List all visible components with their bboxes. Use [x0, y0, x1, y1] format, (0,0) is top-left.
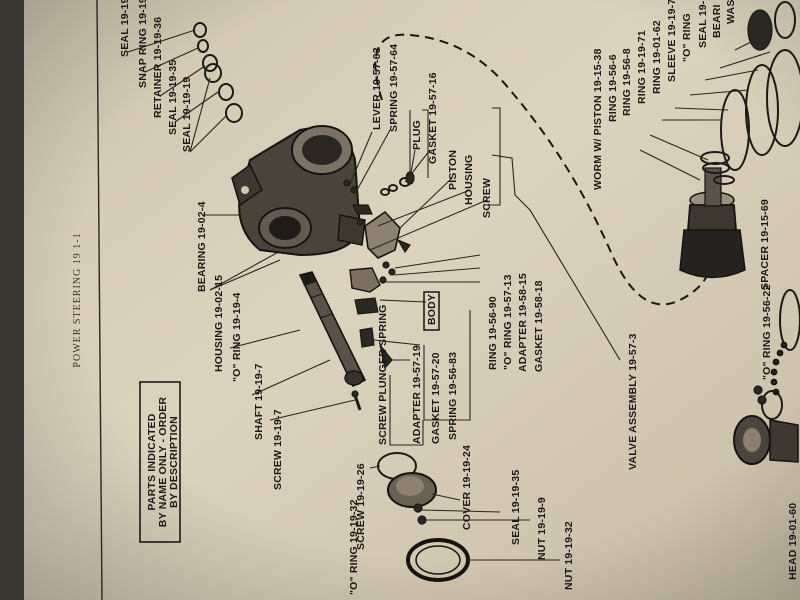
label-adapter-19-58-15: ADAPTER 19-58-15	[517, 273, 529, 372]
label-shaft: SHAFT 19-19-7	[253, 363, 265, 440]
leader-lines-bottom	[369, 465, 560, 561]
label-cover: COVER 19-19-24	[461, 445, 473, 530]
worm-piston-part	[679, 162, 746, 279]
label-o-ring-19-56-22: "O" RING 19-56-22	[761, 284, 773, 380]
label-o-ring-right: "O" RING	[681, 13, 693, 62]
callout-boxes	[389, 107, 501, 446]
label-valve-assembly: VALVE ASSEMBLY 19-57-3	[627, 333, 639, 470]
label-lever: LEVER 19-57-63	[371, 47, 383, 130]
valve-assembly-bracket	[491, 154, 621, 361]
housing-assembly	[231, 125, 366, 257]
cover-seal-nut-group	[377, 452, 470, 582]
label-spring-19-56-83: SPRING 19-56-83	[447, 352, 459, 440]
label-adapter-19-57-19: ADAPTER 19-57-19	[411, 345, 423, 444]
label-worm-piston: WORM W/ PISTON 19-15-38	[592, 48, 604, 190]
label-seal-19-19-35-bottom: SEAL 19-19-35	[510, 470, 522, 545]
label-housing: HOUSING	[463, 155, 475, 205]
parts-note-box: PARTS INDICATED BY NAME ONLY - ORDER BY …	[139, 381, 181, 543]
page-header: POWER STEERING 19 1-1	[72, 232, 83, 367]
head-spacer-group	[733, 289, 800, 465]
leader-lines-valve	[349, 109, 488, 361]
label-screw-19-19-7: SCREW 19-19-7	[272, 409, 284, 490]
label-head: HEAD 19-01-60	[787, 503, 799, 580]
page-margin-line	[96, 0, 103, 600]
label-ring-19-01-62: RING 19-01-62	[651, 20, 663, 94]
label-o-ring-19-57-13: "O" RING 19-57-13	[502, 274, 514, 370]
label-screw-19-19-26: SCREW 19-19-26	[355, 463, 367, 550]
label-plug: PLUG	[411, 120, 423, 150]
label-gasket-19-57-16: GASKET 19-57-16	[427, 72, 439, 164]
label-retainer: RETAINER 19-19-36	[152, 17, 164, 118]
label-screw-plunger-spring: SCREW PLUNGER SPRING	[377, 304, 389, 445]
label-seal-19-19-35-top: SEAL 19-19-35	[167, 60, 179, 135]
label-snap-ring: SNAP RING 19-19-5	[137, 0, 149, 88]
label-nut-19-19-32: NUT 19-19-32	[563, 521, 575, 590]
label-gasket-19-58-18: GASKET 19-58-18	[533, 280, 545, 372]
leader-lines-right	[639, 34, 771, 181]
label-gasket-19-57-20: GASKET 19-57-20	[430, 352, 442, 444]
note-line-2: BY NAME ONLY - ORDER	[157, 397, 169, 528]
label-bearing-right: BEARI	[711, 4, 723, 38]
shaft-part	[298, 271, 367, 388]
label-piston: PISTON	[447, 150, 459, 190]
label-ring-19-19-71: RING 19-19-71	[636, 30, 648, 104]
label-sleeve: SLEEVE 19-19-7	[666, 0, 678, 82]
valve-small-parts	[343, 171, 415, 370]
label-spacer: SPACER 19-15-69	[759, 199, 771, 290]
top-seal-parts	[193, 22, 243, 123]
label-ring-19-56-8: RING 19-56-8	[621, 48, 633, 116]
dashed-assembly-outline	[374, 33, 713, 306]
label-ring-19-56-90: RING 19-56-90	[487, 296, 499, 370]
label-seal-19-19-38: SEAL 19-19-38	[119, 0, 131, 57]
label-screw: SCREW	[481, 178, 493, 218]
screw-part	[351, 390, 362, 411]
label-washer-right: WAS	[725, 0, 737, 24]
label-seal-right: SEAL 19-	[697, 0, 709, 48]
label-o-ring-19-19-32: "O" RING 19-19-32	[348, 499, 360, 595]
label-nut-19-19-9: NUT 19-19-9	[536, 497, 548, 560]
note-line-1: PARTS INDICATED	[146, 413, 158, 510]
leader-lines-top	[127, 29, 356, 421]
label-housing-19-02-15: HOUSING 19-02-15	[213, 275, 225, 372]
label-seal-19-19-19: SEAL 19-19-19	[181, 77, 193, 152]
part-labels: SEAL 19-19-38 SNAP RING 19-19-5 RETAINER…	[119, 0, 799, 595]
label-ring-19-56-6: RING 19-56-6	[607, 54, 619, 122]
label-o-ring-19-19-4: "O" RING 19-19-4	[231, 292, 243, 382]
note-line-3: BY DESCRIPTION	[168, 416, 180, 508]
label-spring-19-57-64: SPRING 19-57-64	[388, 44, 400, 132]
label-body: BODY	[426, 294, 438, 325]
label-bearing-19-02-4: BEARING 19-02-4	[196, 201, 208, 292]
